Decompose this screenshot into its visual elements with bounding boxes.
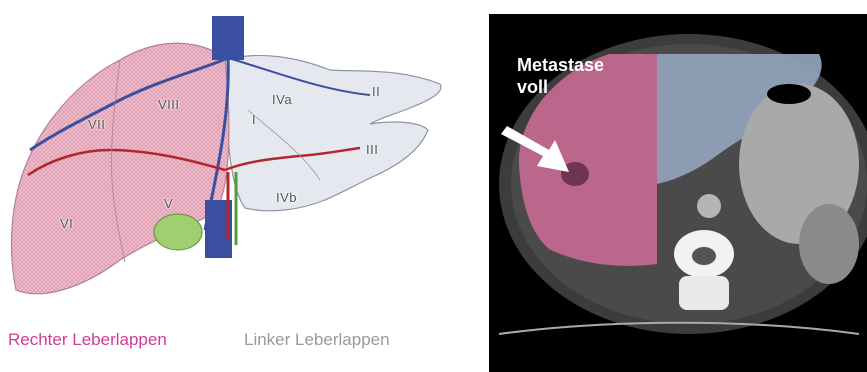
segment-label-iva: IVa [272,92,292,107]
segment-label-vi: VI [60,216,73,231]
segment-label-v: V [164,196,173,211]
segment-label-viii: VIII [158,97,180,112]
ct-kidney [799,204,859,284]
gallbladder-shape [154,214,202,250]
ct-aorta [697,194,721,218]
segment-label-ivb: IVb [276,190,297,205]
right-lobe-shape [12,43,229,294]
legend-left-lobe: Linker Leberlappen [244,330,390,350]
legend-right-lobe: Rechter Leberlappen [8,330,167,350]
vena-cava-shape [212,16,244,60]
segment-label-iii: III [366,142,378,157]
ct-metastasis-label: Metastase voll [517,54,604,98]
ct-scan-panel: Metastase voll [489,14,867,372]
left-lobe-shape [225,55,441,210]
liver-diagram: VII VIII IVa II I III VI V IVb Rechter L… [0,0,480,372]
liver-illustration [0,0,480,372]
segment-label-i: I [252,112,256,127]
segment-label-vii: VII [88,117,105,132]
segment-label-ii: II [372,84,380,99]
